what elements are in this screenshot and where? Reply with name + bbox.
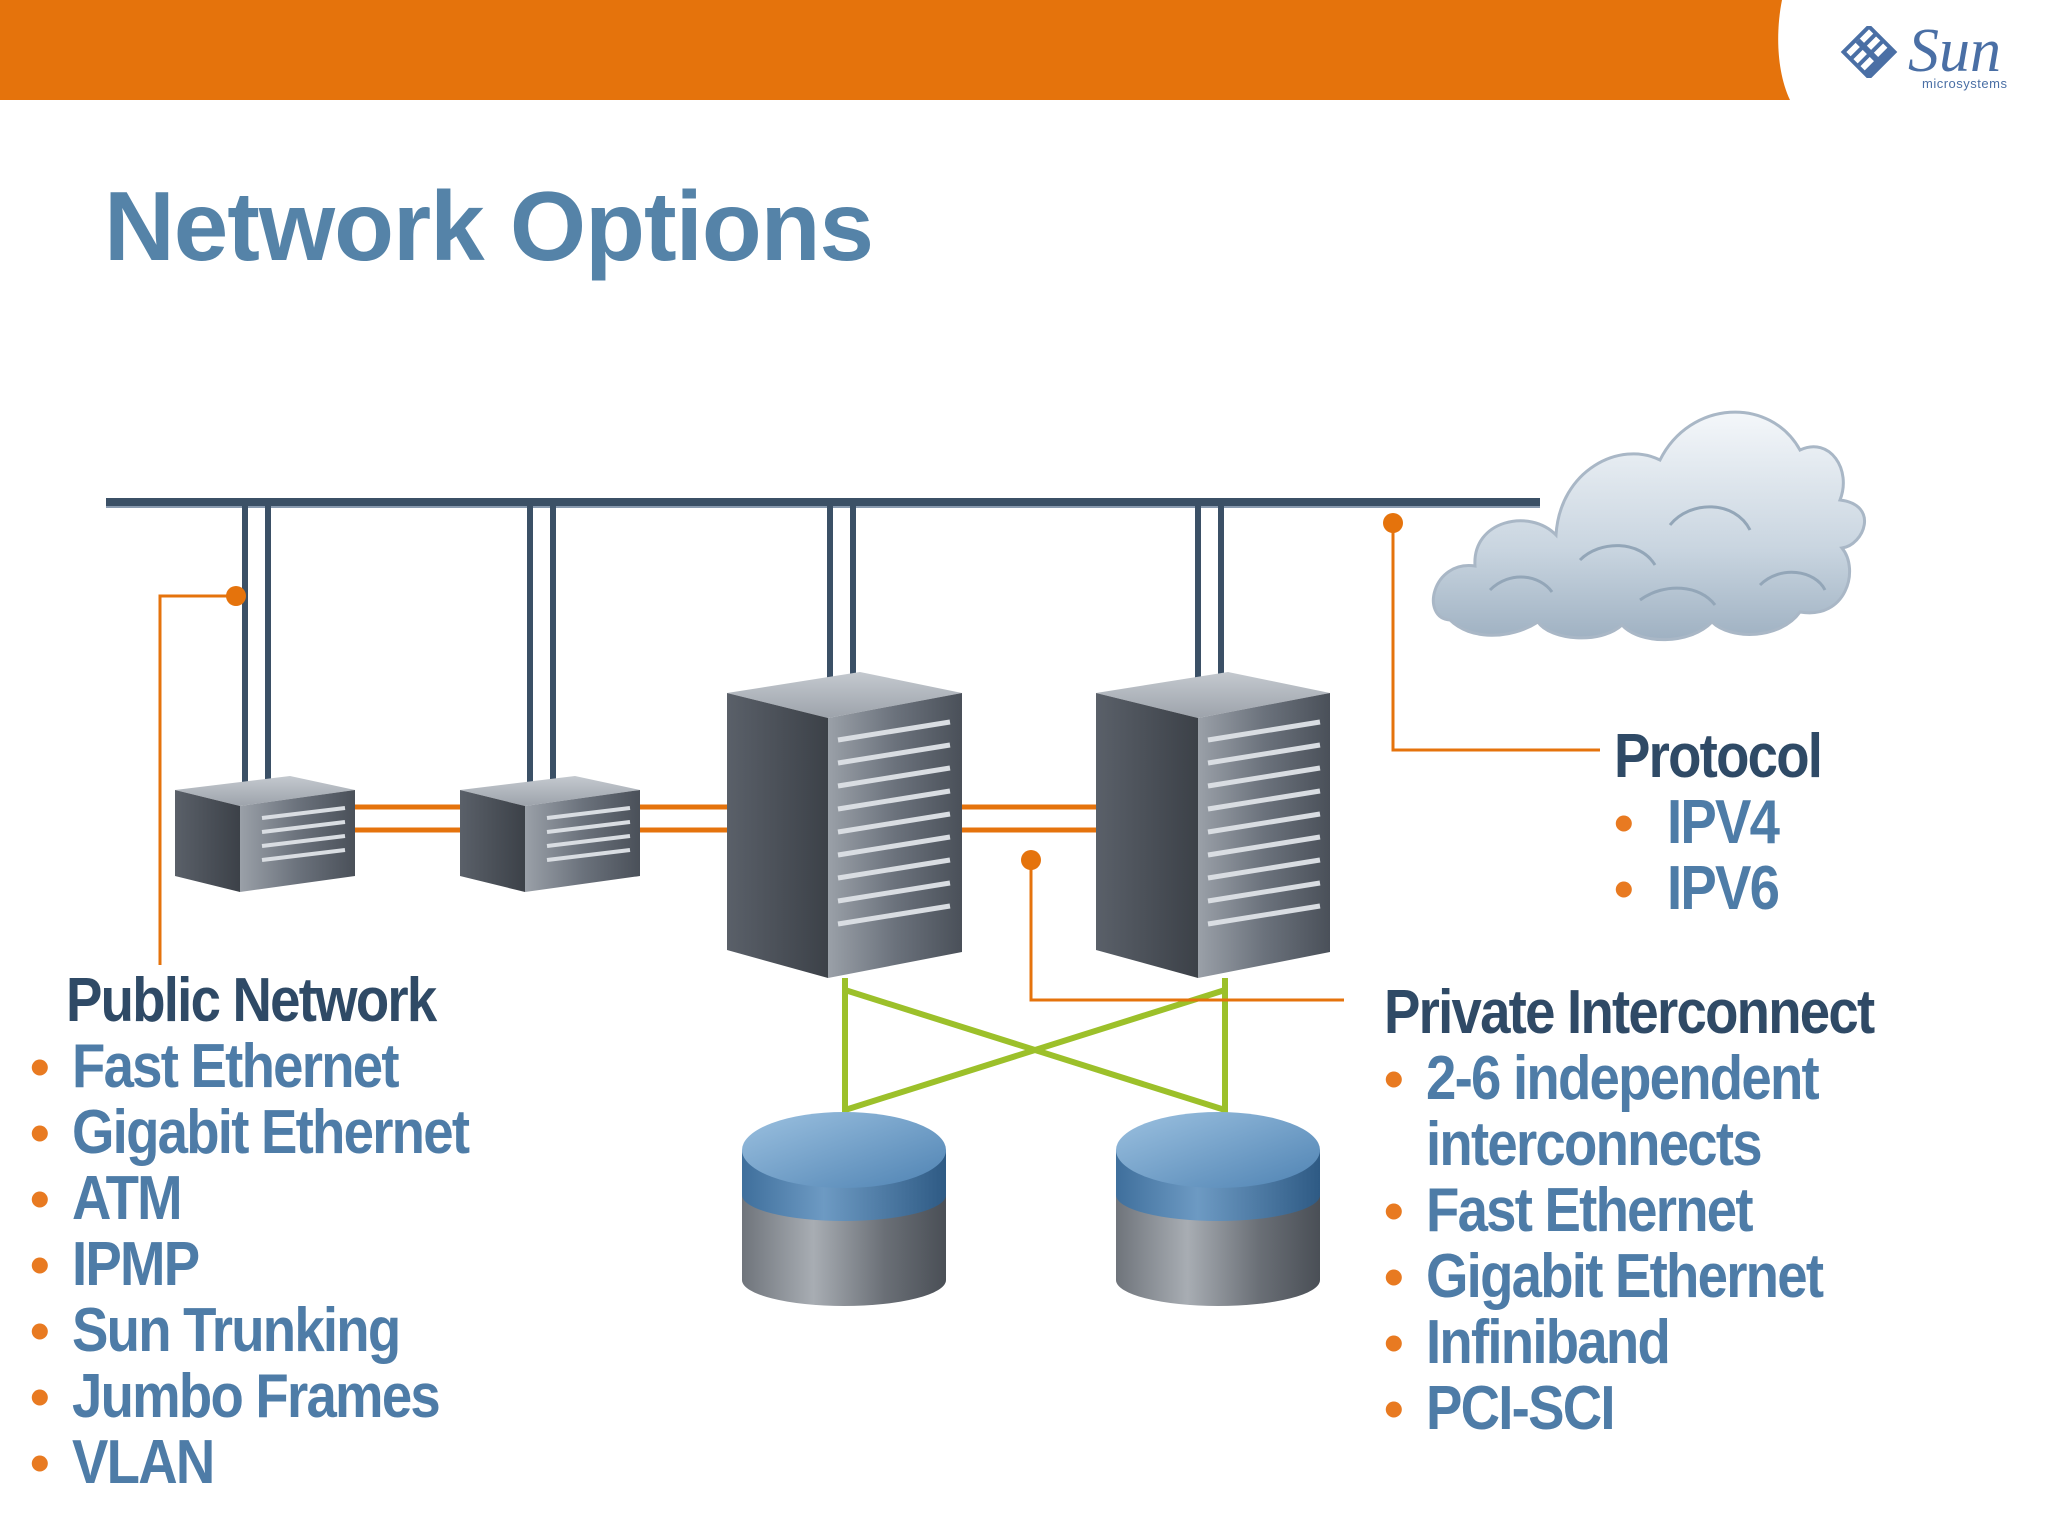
- logo-wordmark: Sun: [1908, 17, 2001, 85]
- private-interconnect-block: Private Interconnect •2-6 independent •i…: [1384, 980, 1940, 1442]
- bullet-icon: •: [1384, 1311, 1404, 1374]
- storage-disk-1: [742, 1112, 946, 1306]
- bullet-icon: •: [30, 1299, 50, 1362]
- list-item: •Sun Trunking: [30, 1296, 401, 1365]
- list-item: •VLAN: [30, 1428, 215, 1497]
- bullet-icon: •: [30, 1167, 50, 1230]
- list-item: •ATM: [30, 1164, 183, 1233]
- header-band: [0, 0, 1790, 100]
- bullet-icon: •: [1614, 857, 1634, 920]
- list-item: •Gigabit Ethernet: [30, 1098, 470, 1167]
- bullet-icon: •: [1384, 1245, 1404, 1308]
- list-item: •PCI-SCI: [1384, 1374, 1616, 1443]
- sun-microsystems-logo: Sun microsystems: [1836, 18, 2016, 98]
- slide-title: Network Options: [104, 171, 874, 281]
- bullet-icon: •: [1384, 1179, 1404, 1242]
- list-item: •Fast Ethernet: [1384, 1176, 1754, 1245]
- protocol-callout: [1383, 513, 1600, 752]
- list-item: •Jumbo Frames: [30, 1362, 441, 1431]
- bullet-icon: •: [1384, 1377, 1404, 1440]
- large-server-1: [727, 672, 962, 978]
- protocol-heading: Protocol: [1614, 722, 1823, 791]
- bullet-icon: •: [1614, 791, 1634, 854]
- storage-disk-2: [1116, 1112, 1320, 1306]
- private-interconnect-heading: Private Interconnect: [1384, 978, 1875, 1047]
- small-server-1: [175, 776, 355, 892]
- list-item: •2-6 independent: [1384, 1044, 1820, 1113]
- protocol-block: Protocol •IPV4 •IPV6: [1614, 724, 1849, 922]
- bullet-icon: •: [30, 1233, 50, 1296]
- list-item: •IPV4: [1614, 788, 1780, 857]
- private-interconnect-links: [355, 804, 1116, 833]
- backbone-drops: [242, 505, 1224, 790]
- bullet-icon: •: [30, 1101, 50, 1164]
- list-item: •Infiniband: [1384, 1308, 1671, 1377]
- public-network-list: •Fast Ethernet •Gigabit Ethernet •ATM •I…: [30, 1034, 522, 1496]
- public-network-heading: Public Network: [66, 966, 437, 1035]
- public-network-callout: [158, 586, 246, 965]
- bullet-icon: •: [30, 1035, 50, 1098]
- cloud-icon: [1432, 410, 1867, 642]
- private-interconnect-list: •2-6 independent •interconnects •Fast Et…: [1384, 1046, 1940, 1442]
- public-network-block: Public Network •Fast Ethernet •Gigabit E…: [30, 968, 522, 1496]
- list-item: •interconnects: [1426, 1110, 1763, 1179]
- list-item: •Gigabit Ethernet: [1384, 1242, 1824, 1311]
- list-item: •IPMP: [30, 1230, 200, 1299]
- bullet-icon: •: [30, 1431, 50, 1494]
- private-interconnect-callout: [1021, 850, 1344, 1002]
- bullet-icon: •: [1384, 1047, 1404, 1110]
- list-item: •Fast Ethernet: [30, 1032, 400, 1101]
- storage-links: [842, 978, 1228, 1132]
- bullet-icon: •: [30, 1365, 50, 1428]
- list-item: •IPV6: [1614, 854, 1780, 923]
- small-server-2: [460, 776, 640, 892]
- sun-logo-icon: [1840, 26, 1898, 78]
- protocol-list: •IPV4 •IPV6: [1614, 790, 1849, 922]
- large-server-2: [1096, 672, 1330, 978]
- logo-subtitle: microsystems: [1922, 76, 2008, 91]
